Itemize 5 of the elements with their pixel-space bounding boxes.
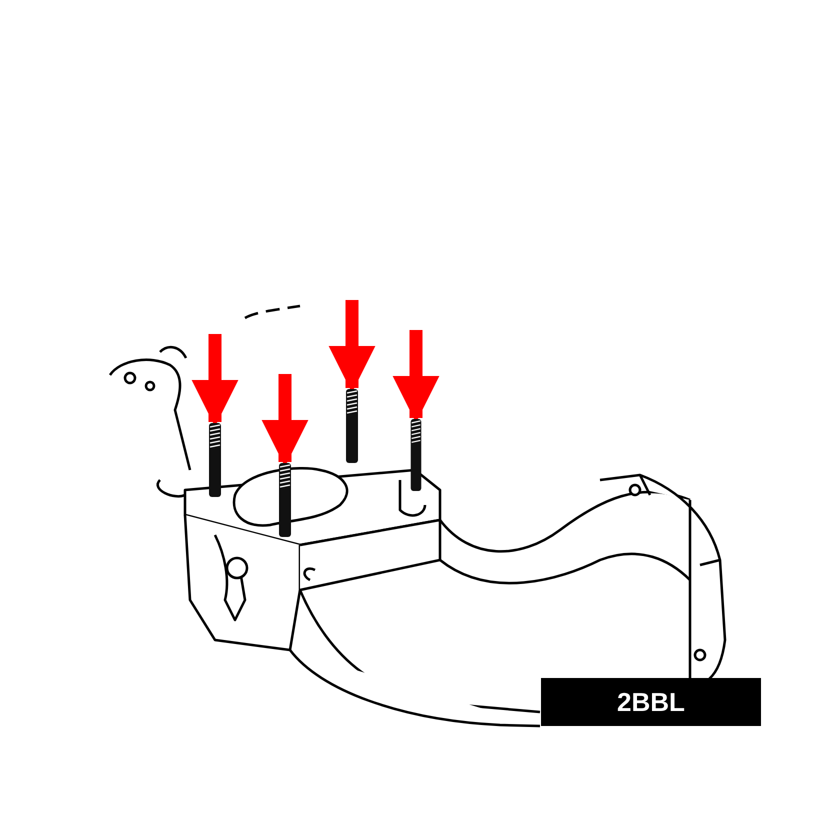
threaded-stud <box>344 388 360 464</box>
threaded-stud <box>409 418 423 492</box>
threaded-stud <box>207 422 223 498</box>
label-plate: 2BBL <box>541 678 761 726</box>
threaded-stud <box>277 462 293 538</box>
